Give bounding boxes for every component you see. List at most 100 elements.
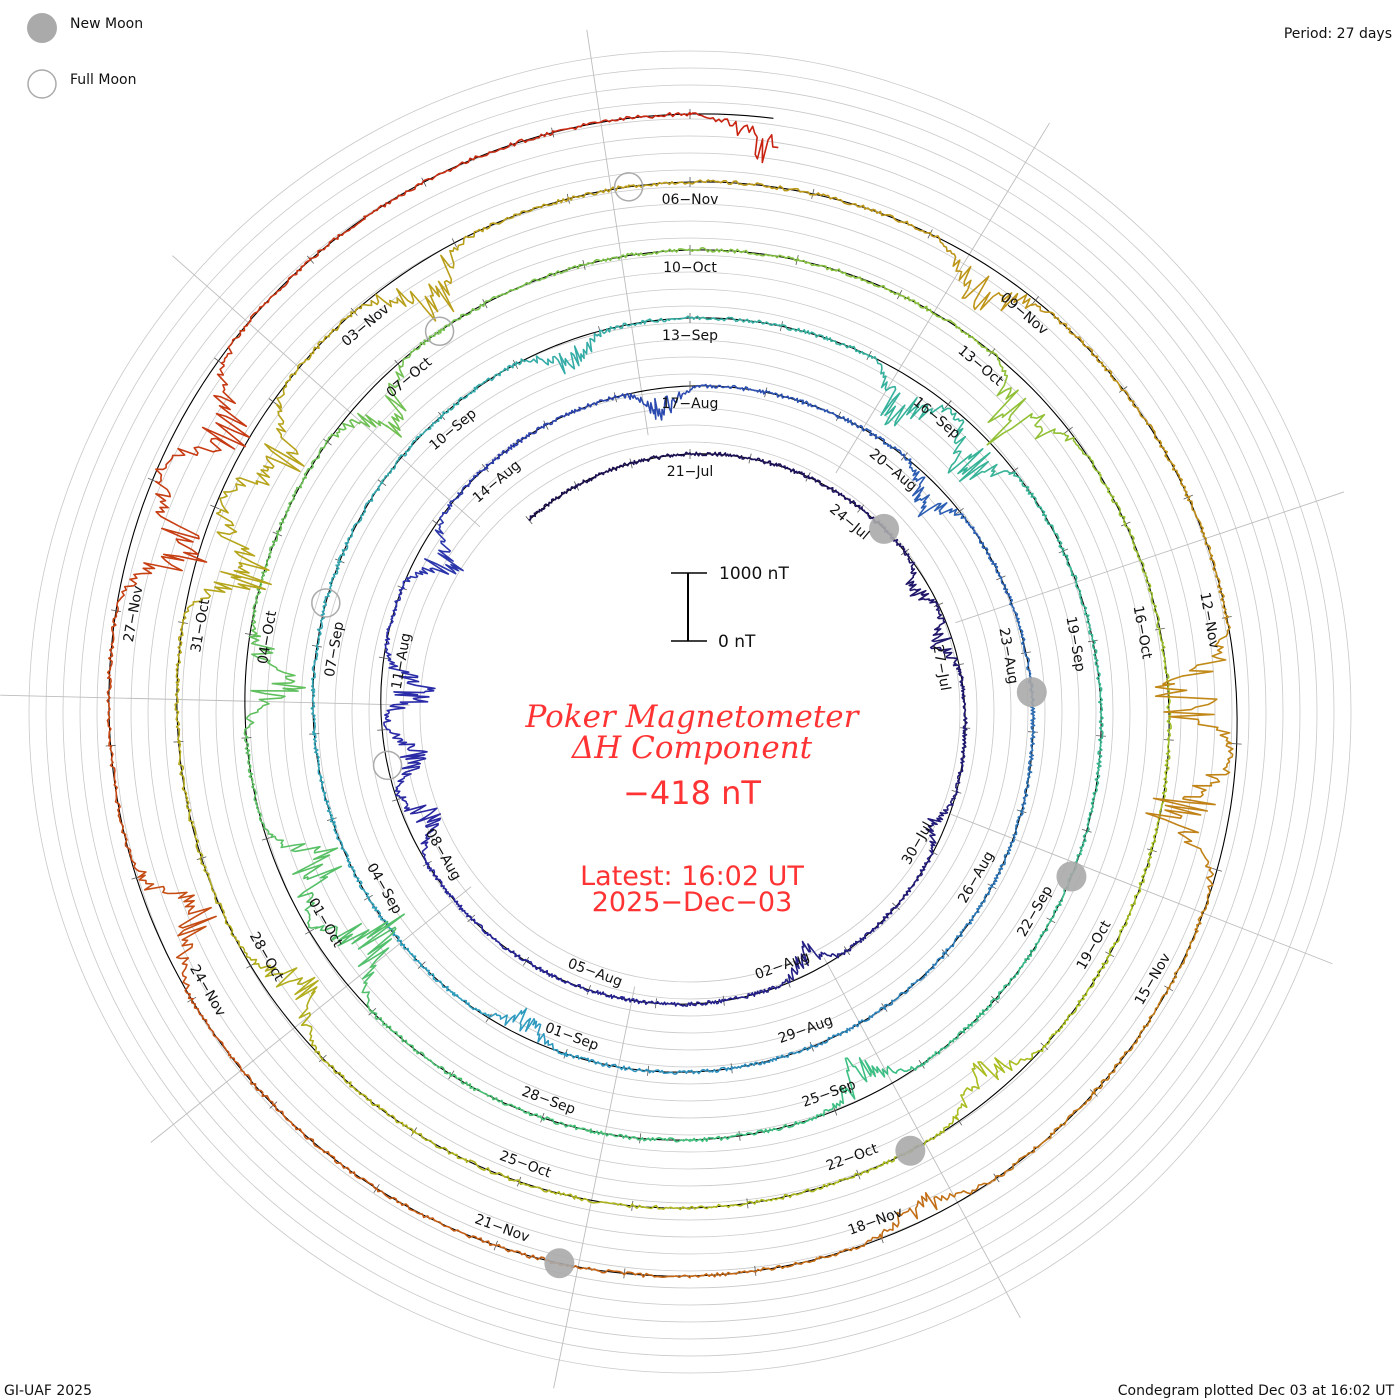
grid-spoke [950,813,1333,965]
footer-plotted: Condegram plotted Dec 03 at 16:02 UT [1118,1383,1395,1399]
scale-bar: 1000 nT 0 nT [671,564,789,652]
data-trace-segment [1181,742,1234,800]
data-trace-segment [811,1027,851,1048]
data-trace-segment [1134,986,1170,1045]
data-trace-segment [689,315,737,322]
data-trace-segment [253,962,319,1001]
date-label: 24−Jul [826,501,872,543]
data-trace-segment [589,1130,641,1141]
data-trace-segment [312,733,323,778]
data-trace-segment [754,134,779,164]
data-trace-segment [807,475,835,493]
data-trace-segment [1158,439,1190,498]
data-trace-segment [420,822,439,865]
data-trace-segment [1108,903,1136,955]
data-trace-segment [346,859,370,899]
data-trace-segment [512,422,546,447]
data-trace-segment [486,131,554,156]
data-trace-segment [913,494,958,518]
data-trace-segment [514,352,566,375]
date-label: 21−Jul [667,464,713,480]
data-trace-segment [299,441,328,489]
grid-circle [351,373,1029,1051]
date-label: 06−Nov [662,192,719,208]
data-trace-segment [475,362,516,390]
data-traces [106,111,1234,1279]
data-trace-segment [273,1103,324,1151]
grid-spoke [823,957,1021,1319]
grid-circle [334,356,1046,1068]
data-trace-segment [109,745,121,814]
data-trace-segment [1098,687,1104,737]
data-trace-segment [438,494,461,527]
data-trace-segment [456,216,511,251]
day-tick [1064,426,1073,434]
data-trace-segment [309,311,356,356]
data-trace-segment [259,533,279,585]
data-trace-segment [986,397,1064,446]
data-trace-segment [551,116,622,134]
data-trace-segment [567,185,629,201]
day-tick [261,836,272,841]
data-trace-segment [484,444,516,470]
data-trace-segment [117,812,147,878]
grid-circle [130,152,1250,1272]
data-trace-segment [321,1058,368,1099]
chart-subtitle: ΔH Component [571,730,813,766]
grid-circle [266,288,1114,1136]
date-label: 03−Nov [339,301,393,350]
data-trace-segment [319,776,335,820]
data-trace-segment [742,249,798,262]
data-trace-segment [253,788,276,839]
date-label: 07−Sep [322,620,347,678]
data-trace-segment [398,329,440,368]
data-trace-segment [387,658,436,698]
day-tick [1231,743,1242,745]
data-trace-segment [385,365,407,438]
data-trace-segment [371,1011,412,1046]
new-moon-legend-icon [27,13,57,43]
data-trace-segment [453,992,491,1019]
day-tick [866,350,872,361]
data-trace-segment [310,689,317,735]
day-tick [1081,828,1092,833]
full-moon-legend-label: Full Moon [70,72,136,88]
data-trace-segment [434,1219,497,1247]
data-trace-segment [358,481,383,523]
data-trace-segment [401,797,442,827]
data-trace-segment [647,1068,691,1075]
data-trace-segment [605,1063,649,1073]
data-trace-segment [946,319,992,354]
data-trace-segment [297,865,343,930]
grid-spokes [0,29,1345,1389]
data-trace-segment [867,354,901,417]
data-trace-segment [1092,639,1102,689]
data-trace-segment [819,1233,883,1259]
data-trace-segment [1024,919,1053,962]
day-tick [451,238,457,248]
data-trace-segment [413,1130,467,1161]
data-trace-segment [1044,1000,1081,1048]
grid-circle [113,135,1267,1289]
data-trace-segment [1027,731,1036,773]
data-trace-segment [541,1116,592,1134]
data-trace-segment [275,486,302,536]
day-tick [754,1265,757,1276]
data-trace-segment [929,637,958,667]
data-trace-segment [574,1194,634,1209]
data-trace-segment [834,489,861,510]
data-trace-segment [947,447,1012,483]
data-trace-segment [555,977,590,993]
date-label: 18−Nov [846,1204,905,1238]
chart-title: Poker Magnetometer [525,699,861,735]
data-trace-segment [925,817,942,853]
data-trace-segment [614,392,656,415]
data-trace-segment [175,622,185,684]
grid-circle [385,407,995,1017]
data-trace-segment [175,925,207,1001]
data-trace-segment [655,1000,691,1007]
date-label: 10−Oct [663,260,717,276]
data-trace-segment [846,928,875,952]
grid-circles [28,50,1352,1374]
data-trace-segment [727,384,767,395]
